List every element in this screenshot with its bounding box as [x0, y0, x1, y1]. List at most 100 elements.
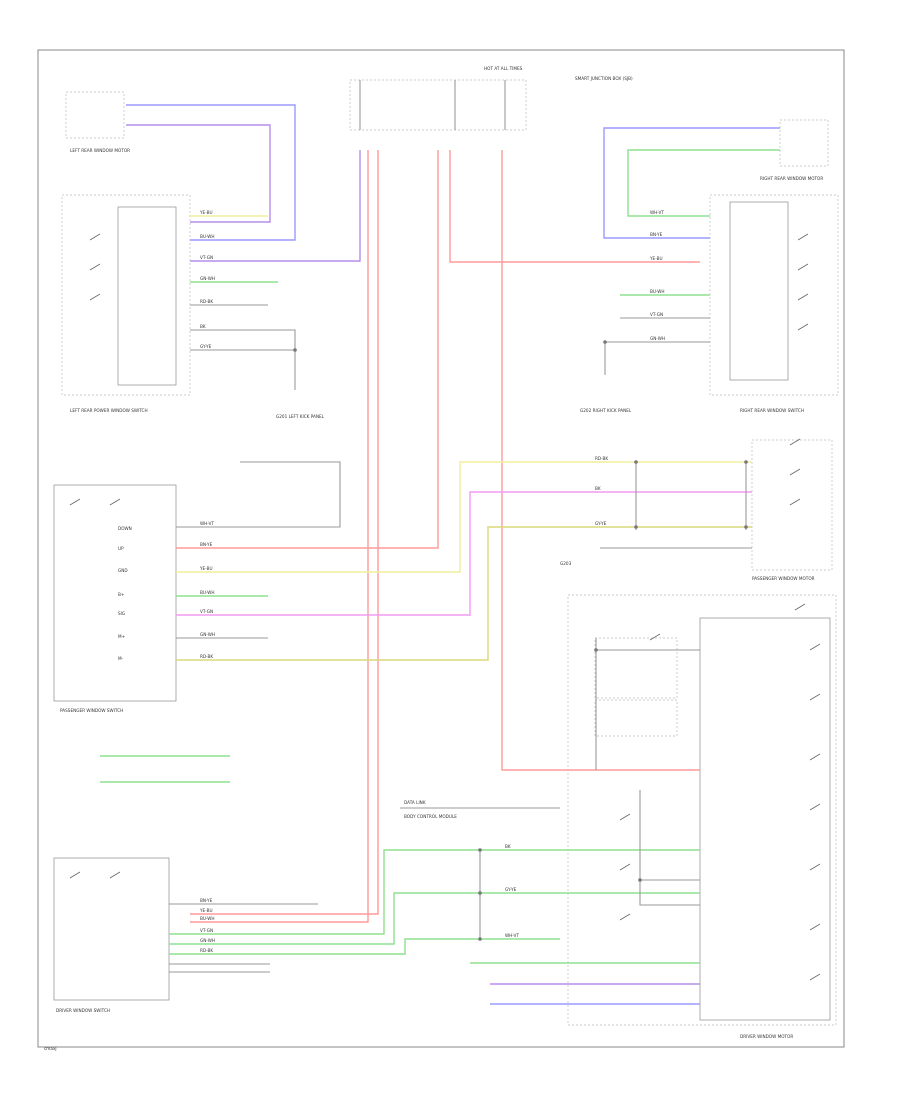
- wire-red-trunk-2: [190, 150, 379, 915]
- pin-label: UP: [118, 546, 124, 551]
- wire-color-label: GY-YE: [200, 344, 212, 349]
- wire-color-label: VT-GN: [200, 255, 213, 260]
- fuse-box-outline: [349, 79, 527, 131]
- wire-color-label: BN-YE: [200, 898, 213, 903]
- left-rear-switch-outline: [61, 194, 191, 396]
- wire-color-label: BN-YE: [200, 542, 213, 547]
- right-rear-switch-outline: [709, 194, 839, 396]
- wire-green-drv-3: [169, 938, 560, 955]
- wire-color-labels: YE-BU BU-WH VT-GN GN-WH RD-BK BK GY-YE WH-VT BN-…: [199, 210, 665, 953]
- wire-color-label: BN-YE: [650, 232, 663, 237]
- wire-color-label: BK: [505, 844, 511, 849]
- pin-label: M+: [118, 634, 126, 639]
- diagram-frame: [37, 49, 845, 1048]
- wire-red-trunk-4: [449, 150, 700, 263]
- fuse-drops: [359, 80, 506, 130]
- wire-yellow-pass: [176, 461, 752, 573]
- right-module-outline: [567, 594, 837, 1026]
- wire-color-label: GY-YE: [505, 887, 517, 892]
- left-rear-motor-box: [65, 91, 125, 139]
- right-rear-motor-box: [779, 119, 829, 167]
- wire-gray-rr-2: [604, 341, 710, 375]
- label-drv-motor: DRIVER WINDOW MOTOR: [740, 1034, 793, 1039]
- wire-red-trunk-5: [501, 150, 700, 771]
- pass-pin-labels: DOWN UP GND B+ SIG M+ M-: [118, 526, 132, 661]
- label-network-2: BODY CONTROL MODULE: [404, 814, 457, 819]
- wire-color-label: GN-WH: [200, 632, 215, 637]
- wire-color-label: GN-WH: [200, 938, 215, 943]
- wire-right-internal-2: [639, 790, 700, 906]
- label-lr-switch: LEFT REAR POWER WINDOW SWITCH: [70, 408, 148, 413]
- wire-color-label: BU-WH: [650, 289, 665, 294]
- wire-color-label: BK: [200, 324, 206, 329]
- label-footer: cmaxj: [44, 1046, 57, 1051]
- wire-color-label: RD-BK: [595, 456, 608, 461]
- pin-label: DOWN: [118, 526, 132, 531]
- splice-nodes: [293, 340, 748, 941]
- wire-color-label: GN-WH: [650, 336, 665, 341]
- label-rr-motor: RIGHT REAR WINDOW MOTOR: [760, 176, 823, 181]
- left-rear-switch-box: [117, 206, 177, 386]
- wire-color-label: YE-BU: [199, 210, 213, 215]
- label-ground-left: G201 LEFT KICK PANEL: [276, 414, 325, 419]
- label-pass-motor: PASSENGER WINDOW MOTOR: [752, 576, 815, 581]
- wire-blue-lr: [126, 104, 296, 241]
- label-fuse-note: SMART JUNCTION BOX (SJB): [575, 76, 633, 81]
- wire-color-label: YE-BU: [199, 566, 213, 571]
- wire-color-label: BK: [595, 486, 601, 491]
- label-pass-switch: PASSENGER WINDOW SWITCH: [60, 708, 123, 713]
- wire-right-internal-1: [595, 638, 700, 770]
- wire-color-label: YE-BU: [199, 908, 213, 913]
- wire-color-label: RD-BK: [200, 299, 213, 304]
- pin-label: M-: [118, 656, 124, 661]
- label-lr-motor: LEFT REAR WINDOW MOTOR: [70, 148, 130, 153]
- label-drv-switch: DRIVER WINDOW SWITCH: [56, 1008, 110, 1013]
- wire-violet-lr-feed: [190, 150, 361, 262]
- label-rr-switch: RIGHT REAR WINDOW SWITCH: [740, 408, 804, 413]
- label-ground-right: G202 RIGHT KICK PANEL: [580, 408, 632, 413]
- driver-switch-box: [53, 857, 170, 1001]
- pin-label: GND: [118, 568, 128, 573]
- wire-color-label: GN-WH: [200, 276, 215, 281]
- wire-color-label: BU-WH: [200, 234, 215, 239]
- passenger-motor-box: [751, 439, 833, 571]
- right-module-box: [699, 617, 831, 1021]
- wire-red-trunk-1: [190, 150, 369, 923]
- wire-color-label: WH-VT: [505, 933, 519, 938]
- wire-green-drv-1: [169, 849, 700, 935]
- label-fuse-title: HOT AT ALL TIMES: [484, 66, 523, 71]
- wire-color-label: WH-VT: [650, 210, 664, 215]
- wire-green-rr: [627, 149, 780, 217]
- pin-label: SIG: [118, 611, 125, 616]
- inner-switch-box-1: [594, 637, 678, 699]
- wire-color-label: YE-BU: [649, 256, 663, 261]
- wire-pass-verticals: [635, 462, 747, 530]
- wire-color-label: GY-YE: [595, 521, 607, 526]
- wire-color-label: VT-GN: [200, 928, 213, 933]
- pin-label: B+: [118, 592, 125, 597]
- inner-switch-box-2: [594, 699, 678, 737]
- wire-color-label: RD-BK: [200, 948, 213, 953]
- wire-pink-pass: [176, 491, 752, 616]
- wire-color-label: VT-GN: [200, 609, 213, 614]
- label-ground-pass: G203: [560, 561, 572, 566]
- right-rear-switch-box: [729, 201, 789, 381]
- switch-symbols: [69, 233, 821, 981]
- wire-purple-lr: [126, 124, 271, 223]
- wire-color-label: RD-BK: [200, 654, 213, 659]
- wire-color-label: WH-VT: [200, 521, 214, 526]
- wire-color-label: VT-GN: [650, 312, 663, 317]
- wire-gray-lr-2: [190, 329, 296, 390]
- wire-green-drv-2: [169, 892, 700, 945]
- label-network-1: DATA LINK: [404, 800, 426, 805]
- wire-color-label: BU-WH: [200, 590, 215, 595]
- passenger-switch-box: [53, 484, 177, 702]
- wire-blue-rr: [603, 127, 780, 239]
- wire-red-trunk-3: [176, 150, 439, 549]
- wire-olive-pass: [176, 526, 752, 661]
- wire-gray-drv-2: [169, 963, 270, 973]
- wire-color-label: BU-WH: [200, 916, 215, 921]
- wire-gray-pass-gnd: [176, 461, 341, 528]
